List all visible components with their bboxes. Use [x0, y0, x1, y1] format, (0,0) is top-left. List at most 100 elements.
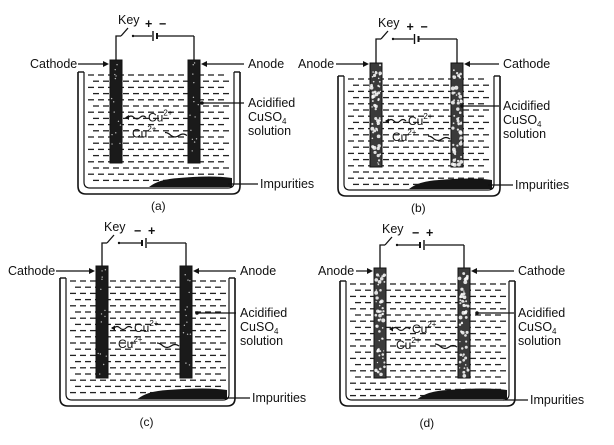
- electrode-speckle: [372, 71, 374, 73]
- electrode-speckle: [114, 77, 117, 80]
- formula-subscript: 4: [552, 327, 557, 336]
- electrode-speckle: [377, 144, 381, 148]
- electrode-speckle: [371, 100, 374, 102]
- battery-sign-right: +: [148, 224, 155, 238]
- electrode-speckle: [376, 361, 379, 364]
- key-contact: [391, 37, 395, 41]
- ion-symbol: Cu: [396, 338, 411, 352]
- beaker-outer-wall: [59, 278, 236, 407]
- solution-label-formula: CuSO4: [518, 320, 557, 336]
- electrode-speckle: [464, 345, 468, 349]
- electrode-speckle: [458, 323, 462, 326]
- electrode-speckle: [114, 73, 116, 76]
- electrode-speckle: [465, 300, 468, 303]
- impurities-sludge: [149, 176, 232, 187]
- electrode-speckle: [464, 334, 467, 337]
- electrode-speckle: [381, 327, 384, 329]
- left-electrode-label: Cathode: [30, 57, 77, 71]
- electrode-speckle: [455, 71, 459, 75]
- ion-symbol: Cu: [392, 130, 407, 144]
- impurities-label: Impurities: [260, 177, 314, 191]
- electrode-speckle: [458, 367, 461, 369]
- electrode-speckle: [191, 138, 194, 141]
- battery-sign-left: −: [134, 224, 141, 238]
- electrode-speckle: [462, 358, 466, 362]
- electrode-speckle: [458, 124, 460, 126]
- electrode-speckle: [185, 314, 187, 317]
- electrode-speckle: [452, 75, 457, 79]
- battery-sign-right: −: [159, 17, 166, 31]
- electrode-speckle: [377, 280, 382, 284]
- electrode-speckle: [375, 301, 377, 303]
- electrode-speckle: [459, 295, 462, 299]
- electrode-speckle: [457, 92, 461, 96]
- electrode-speckle: [99, 373, 101, 375]
- electrode-speckle: [456, 101, 460, 105]
- electrode-speckle: [466, 368, 470, 372]
- electrode-speckle: [374, 313, 378, 317]
- electrode-speckle: [112, 101, 115, 103]
- right-electrode: [187, 59, 201, 164]
- ion-symbol: Cu: [148, 111, 163, 125]
- solution-label-line1: Acidified: [518, 306, 565, 320]
- electrode-speckle: [111, 133, 113, 136]
- electrode-speckle: [383, 280, 386, 283]
- formula-base: CuSO: [240, 320, 274, 334]
- electrode-speckle: [189, 114, 191, 116]
- electrode-speckle: [379, 288, 382, 292]
- electrode-speckle: [113, 111, 115, 113]
- electrode-speckle: [378, 367, 382, 371]
- electrode-speckle: [460, 322, 463, 325]
- electrode-speckle: [459, 131, 463, 135]
- electrode-speckle: [373, 150, 377, 155]
- solution-label-line3: solution: [518, 334, 561, 348]
- ion-label-bottom: Cu2+: [396, 336, 421, 352]
- beaker-inner-wall: [83, 72, 235, 189]
- panel-caption: (b): [411, 201, 426, 215]
- electrode-speckle: [452, 143, 455, 146]
- electrode-speckle: [104, 315, 106, 318]
- electrode-speckle: [461, 347, 464, 350]
- electrode-speckle: [372, 73, 377, 78]
- key-label: Key: [104, 220, 126, 234]
- electrode-speckle: [374, 104, 378, 109]
- electrode-speckle: [192, 73, 194, 75]
- electrode-speckle: [462, 353, 465, 356]
- electrode-speckle: [457, 99, 460, 102]
- arrowhead-icon: [201, 61, 207, 67]
- wire-left: [375, 38, 381, 63]
- ion-migration-arrow: [126, 115, 147, 120]
- electrode-speckle: [375, 273, 380, 277]
- electrode-speckle: [458, 141, 463, 146]
- formula-subscript: 4: [537, 120, 542, 129]
- electrode-speckle: [378, 117, 381, 120]
- electrode-speckle: [371, 122, 374, 126]
- electrode-speckle: [375, 296, 379, 300]
- ion-charge: 2+: [133, 335, 142, 344]
- electrode-speckle: [383, 350, 385, 352]
- beaker-outer-wall: [339, 281, 516, 407]
- ion-charge: 2+: [411, 336, 420, 345]
- right-electrode-label: Anode: [240, 264, 276, 278]
- electrode-speckle: [377, 163, 380, 165]
- electrode-speckle: [371, 94, 374, 98]
- electrode-speckle: [383, 365, 386, 369]
- electrode-speckle: [186, 321, 188, 323]
- electrode-speckle: [460, 330, 463, 333]
- electrode-speckle: [459, 122, 463, 125]
- electrode-speckle: [100, 321, 103, 323]
- electrode-speckle: [104, 269, 107, 271]
- impurities-sludge: [137, 388, 227, 399]
- electrode-speckle: [378, 85, 381, 88]
- key-switch-icon: [106, 234, 115, 244]
- electrode-speckle: [376, 154, 380, 158]
- electrode-speckle: [117, 120, 120, 123]
- electrode-speckle: [463, 367, 466, 370]
- beaker-inner-wall: [345, 281, 510, 401]
- electrode-speckle: [464, 364, 467, 366]
- ion-charge: 2+: [407, 128, 416, 137]
- electrode-speckle: [373, 90, 377, 94]
- electrode-speckle: [463, 290, 465, 292]
- solution-label-line3: solution: [240, 334, 283, 348]
- electrode-speckle: [371, 106, 373, 108]
